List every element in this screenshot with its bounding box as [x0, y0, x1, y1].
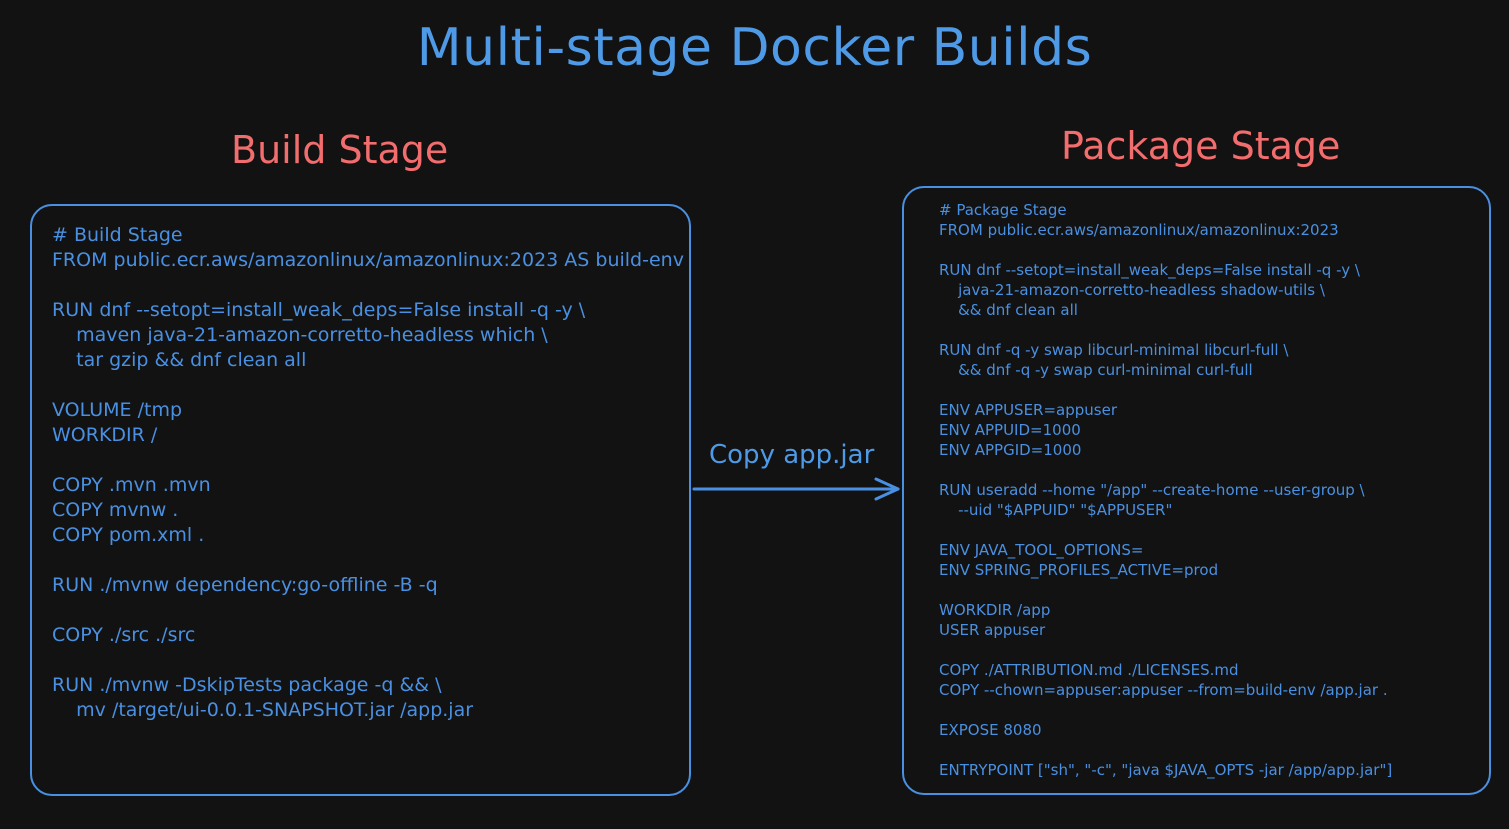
package-stage-box: [902, 186, 1491, 795]
copy-arrow: [692, 477, 900, 501]
build-stage-dockerfile: # Build Stage FROM public.ecr.aws/amazon…: [52, 224, 684, 721]
arrow-head: [874, 477, 900, 501]
diagram-title: Multi-stage Docker Builds: [416, 18, 1093, 78]
package-stage-heading: Package Stage: [1061, 124, 1341, 168]
build-stage-heading: Build Stage: [231, 128, 449, 172]
package-stage-dockerfile: # Package Stage FROM public.ecr.aws/amaz…: [939, 201, 1393, 779]
copy-arrow-label: Copy app.jar: [709, 440, 875, 470]
build-stage-box: [30, 204, 691, 796]
